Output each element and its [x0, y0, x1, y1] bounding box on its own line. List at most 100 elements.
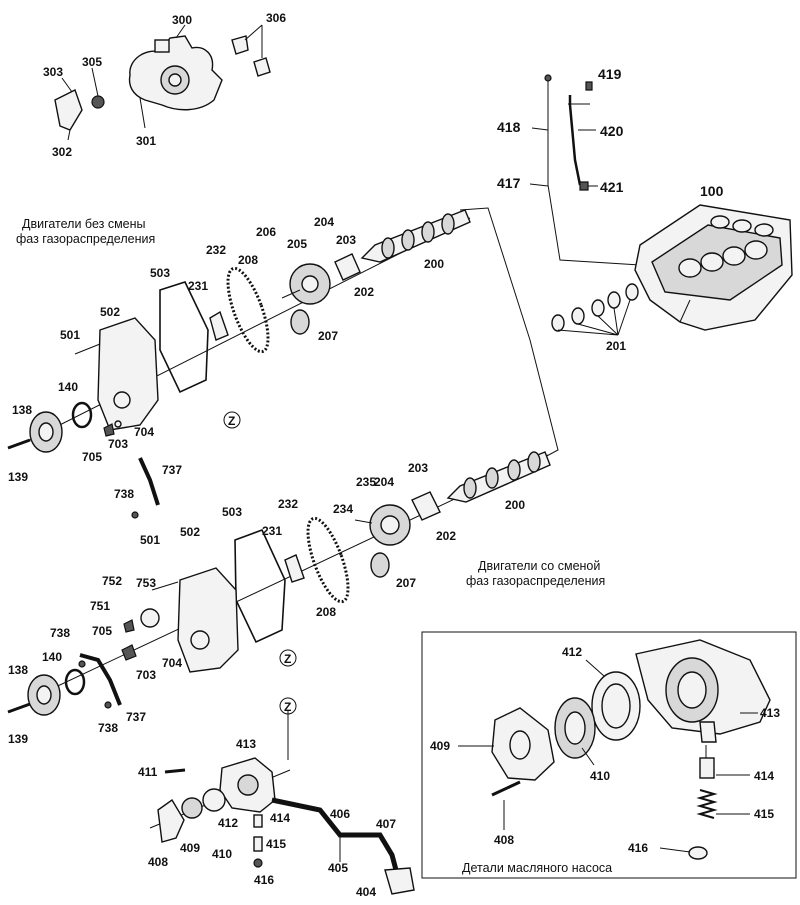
- inset-relief-valve: [699, 757, 715, 779]
- upper-crank-sprocket: [290, 309, 310, 335]
- lower-assembly: [7, 451, 551, 716]
- label-lower-235: 235: [356, 475, 376, 489]
- oil-pump-assembly: [149, 710, 415, 895]
- label-upper-737: 737: [162, 463, 182, 477]
- caption-without-vvt-line1: Двигатели без смены: [22, 217, 146, 231]
- lower-front-seal: [64, 668, 86, 696]
- label-lower-703: 703: [136, 668, 156, 682]
- marker-z-lower: Z: [284, 652, 291, 666]
- water-pump-bolt: [139, 97, 146, 129]
- vvt-sensor-seal: [140, 608, 160, 628]
- callout-305: 305: [82, 55, 102, 69]
- label-upper-138: 138: [12, 403, 32, 417]
- label-upper-205: 205: [287, 237, 307, 251]
- callout-100: 100: [700, 183, 724, 199]
- label-lower-204: 204: [374, 475, 394, 489]
- oil-pump-details-frame: [421, 631, 797, 879]
- label-upper-204: 204: [314, 215, 334, 229]
- label-lower-751: 751: [90, 599, 110, 613]
- oil-pump-details-inset: [458, 639, 771, 860]
- label-upper-231: 231: [188, 279, 208, 293]
- lower-front-cover: [177, 567, 239, 673]
- label-upper-703: 703: [108, 437, 128, 451]
- label-lower-753: 753: [136, 576, 156, 590]
- label-pump-414: 414: [270, 811, 290, 825]
- callout-303: 303: [43, 65, 63, 79]
- label-upper-208: 208: [238, 253, 258, 267]
- callout-418: 418: [497, 119, 521, 135]
- label-lower-501: 501: [140, 533, 160, 547]
- caption-oil-pump-details: Детали масляного насоса: [462, 861, 612, 875]
- label-upper-503: 503: [150, 266, 170, 280]
- label-lower-208: 208: [316, 605, 336, 619]
- callout-421: 421: [600, 179, 624, 195]
- label-upper-501: 501: [60, 328, 80, 342]
- label-lower-200: 200: [505, 498, 525, 512]
- label-upper-232: 232: [206, 243, 226, 257]
- oil-pump-inner-rotor: [181, 797, 203, 819]
- label-lower-738a: 738: [50, 626, 70, 640]
- callout-201: 201: [606, 339, 626, 353]
- label-inset-408: 408: [494, 833, 514, 847]
- cylinder-bore-2: [700, 252, 724, 272]
- label-pump-410: 410: [212, 847, 232, 861]
- label-inset-416: 416: [628, 841, 648, 855]
- label-lower-139: 139: [8, 732, 28, 746]
- inset-relief-spring: [696, 789, 718, 819]
- lower-timing-chain: [306, 516, 350, 604]
- label-lower-704: 704: [162, 656, 182, 670]
- water-pump-group: [54, 24, 271, 141]
- marker-z-pump: Z: [284, 700, 291, 714]
- label-upper-140: 140: [58, 380, 78, 394]
- label-upper-207: 207: [318, 329, 338, 343]
- cylinder-bore-1: [678, 258, 702, 278]
- label-lower-140: 140: [42, 650, 62, 664]
- lower-sensor: [79, 653, 122, 706]
- oil-pump-outer-rotor: [202, 788, 226, 812]
- label-inset-409: 409: [430, 739, 450, 753]
- label-lower-737: 737: [126, 710, 146, 724]
- label-lower-203: 203: [408, 461, 428, 475]
- camshaft-bearings: [551, 283, 639, 336]
- lower-crank-sprocket: [370, 552, 390, 578]
- label-pump-409: 409: [180, 841, 200, 855]
- label-lower-234: 234: [333, 502, 353, 516]
- upper-sensor: [138, 457, 160, 506]
- dipstick-tube: [568, 95, 582, 186]
- cylinder-bore-4: [744, 240, 768, 260]
- label-upper-705: 705: [82, 450, 102, 464]
- label-pump-412: 412: [218, 816, 238, 830]
- engine-block: [634, 204, 793, 331]
- label-lower-752: 752: [102, 574, 122, 588]
- caption-without-vvt-line2: фаз газораспределения: [16, 232, 155, 246]
- label-upper-139: 139: [8, 470, 28, 484]
- label-upper-502: 502: [100, 305, 120, 319]
- callout-417: 417: [497, 175, 521, 191]
- upper-assembly: [7, 209, 471, 519]
- label-lower-738b: 738: [98, 721, 118, 735]
- label-pump-404: 404: [356, 885, 376, 899]
- label-pump-408: 408: [148, 855, 168, 869]
- callout-419: 419: [598, 66, 622, 82]
- cylinder-bore-3: [722, 246, 746, 266]
- label-inset-413: 413: [760, 706, 780, 720]
- label-inset-415: 415: [754, 807, 774, 821]
- caption-with-vvt-line1: Двигатели со сменой: [478, 559, 600, 573]
- callout-420: 420: [600, 123, 624, 139]
- label-lower-207: 207: [396, 576, 416, 590]
- caption-with-vvt-line2: фаз газораспределения: [466, 574, 605, 588]
- label-pump-406: 406: [330, 807, 350, 821]
- callout-300: 300: [172, 13, 192, 27]
- label-pump-411: 411: [138, 765, 158, 779]
- label-lower-232: 232: [278, 497, 298, 511]
- label-lower-503: 503: [222, 505, 242, 519]
- oil-pickup-screen: [384, 867, 415, 895]
- dipstick-rod: [547, 80, 641, 266]
- label-upper-203: 203: [336, 233, 356, 247]
- label-pump-407: 407: [376, 817, 396, 831]
- label-lower-231: 231: [262, 524, 282, 538]
- label-upper-704: 704: [134, 425, 154, 439]
- upper-cover-gasket: [159, 281, 209, 394]
- thermostat-housing: [54, 89, 83, 131]
- label-inset-410: 410: [590, 769, 610, 783]
